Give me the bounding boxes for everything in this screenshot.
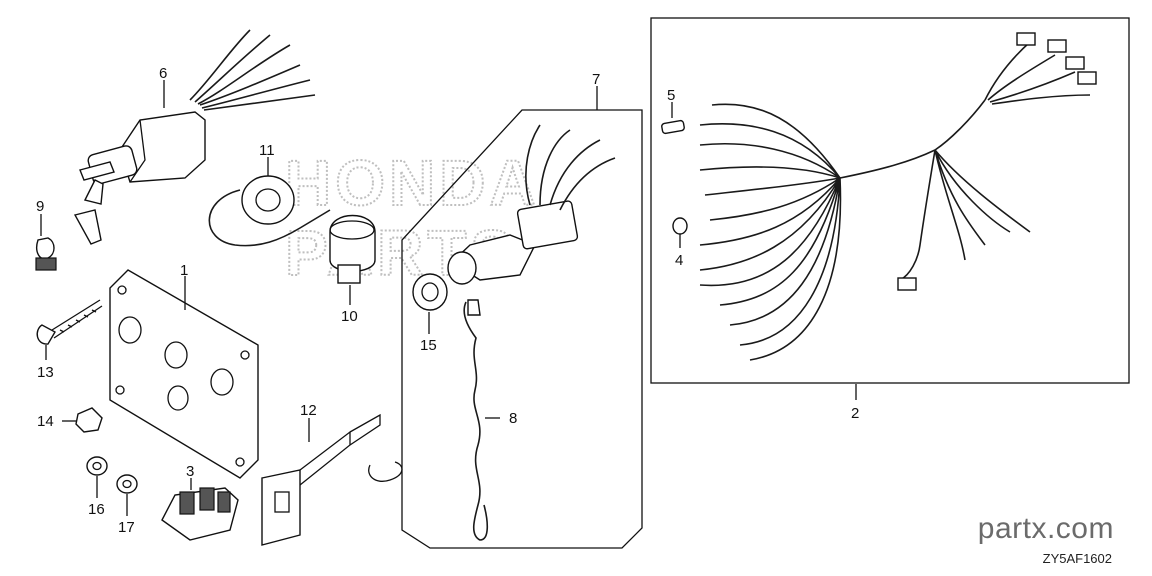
callout-11: 11 bbox=[259, 142, 275, 159]
wire-harness bbox=[699, 32, 1097, 361]
washer-16 bbox=[86, 456, 108, 476]
callouts: 1 2 3 4 5 6 7 8 9 10 11 12 13 14 15 16 1… bbox=[36, 65, 859, 536]
callout-16: 16 bbox=[88, 501, 105, 518]
callout-7: 7 bbox=[592, 71, 600, 88]
callout-10: 10 bbox=[341, 308, 358, 325]
grommet bbox=[329, 214, 376, 284]
lanyard bbox=[463, 299, 489, 541]
ignition-switch bbox=[73, 29, 316, 245]
callout-13: 13 bbox=[37, 364, 54, 381]
cap bbox=[672, 217, 688, 235]
leader-lines bbox=[40, 80, 857, 516]
nut bbox=[75, 407, 103, 433]
harness-frame bbox=[650, 17, 1130, 384]
callout-15: 15 bbox=[420, 337, 437, 354]
callout-6: 6 bbox=[159, 65, 167, 82]
screw bbox=[36, 299, 103, 345]
callout-2: 2 bbox=[851, 405, 859, 422]
terminal bbox=[661, 119, 685, 135]
clip bbox=[35, 237, 57, 271]
brand-logo: partx.com bbox=[977, 512, 1114, 545]
mounting-plate bbox=[109, 269, 259, 479]
callout-3: 3 bbox=[186, 463, 194, 480]
callout-1: 1 bbox=[180, 262, 188, 279]
washer-17 bbox=[116, 474, 138, 494]
bracket bbox=[261, 413, 403, 546]
callout-5: 5 bbox=[667, 87, 675, 104]
watermark-line1: HONDA bbox=[285, 147, 540, 219]
callout-9: 9 bbox=[36, 198, 44, 215]
callout-4: 4 bbox=[675, 252, 683, 269]
callout-12: 12 bbox=[300, 402, 317, 419]
connector bbox=[161, 487, 239, 541]
callout-8: 8 bbox=[509, 410, 517, 427]
callout-14: 14 bbox=[37, 413, 54, 430]
diagram-code: ZY5AF1602 bbox=[1042, 551, 1112, 566]
switch-assembly-frame bbox=[401, 109, 643, 549]
main-switch bbox=[447, 124, 616, 285]
callout-17: 17 bbox=[118, 519, 135, 536]
ring-nut bbox=[412, 273, 448, 311]
